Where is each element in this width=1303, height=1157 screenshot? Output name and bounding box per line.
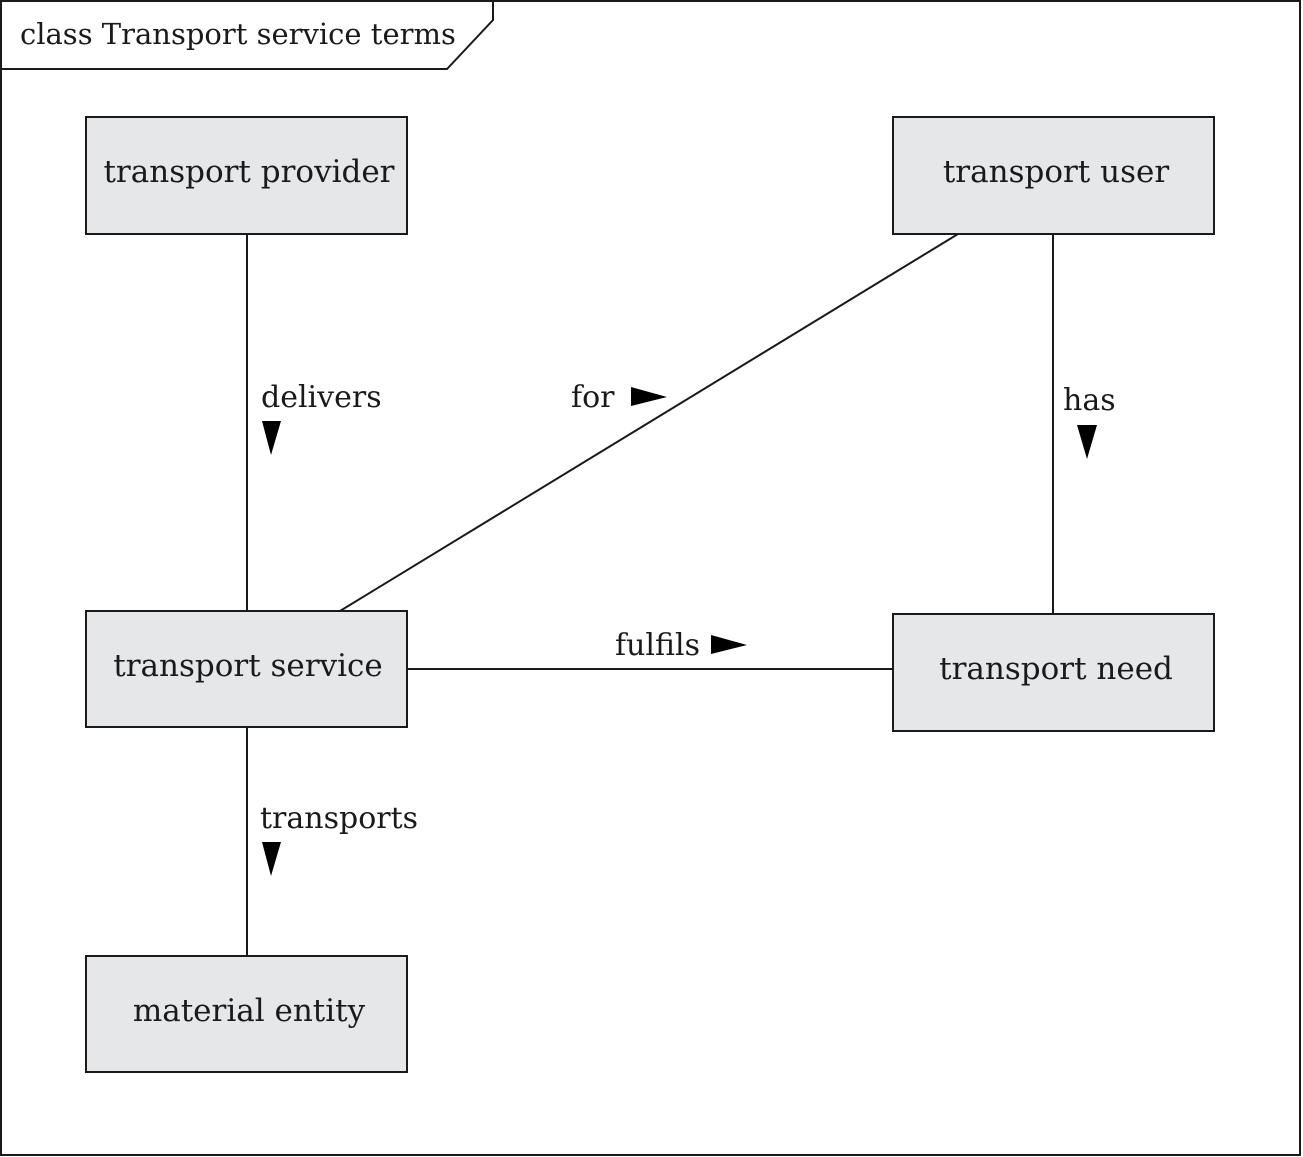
association-fulfils: fulfils [615, 628, 747, 663]
association-has: has [1063, 383, 1116, 459]
frame-title: class Transport service terms [20, 17, 456, 51]
association-label-fulfils: fulfils [615, 628, 700, 663]
class-label: transport user [943, 154, 1169, 190]
class-label: transport need [939, 651, 1173, 687]
arrow-down-icon [1077, 425, 1097, 459]
class-transport-service: transport service [85, 610, 408, 728]
frame-title-tab [0, 0, 494, 70]
class-label: transport provider [103, 154, 394, 190]
class-box [892, 116, 1215, 235]
class-transport-provider: transport provider [85, 116, 408, 235]
association-for: for [571, 380, 667, 415]
association-label-transports: transports [260, 801, 418, 836]
class-label: material entity [133, 993, 366, 1029]
class-transport-user: transport user [892, 116, 1215, 235]
arrow-right-icon [631, 387, 667, 406]
arrow-down-icon [262, 842, 281, 876]
association-transports: transports [260, 801, 418, 876]
association-delivers: delivers [261, 380, 382, 455]
class-box [85, 116, 408, 235]
association-label-has: has [1063, 383, 1116, 418]
class-box [85, 610, 408, 728]
class-box [892, 613, 1215, 732]
association-label-delivers: delivers [261, 380, 382, 415]
class-transport-need: transport need [892, 613, 1215, 732]
association-label-for: for [571, 380, 615, 415]
class-material-entity: material entity [85, 955, 408, 1073]
class-box [85, 955, 408, 1073]
association-line-for [339, 233, 959, 612]
arrow-right-icon [711, 635, 747, 654]
arrow-down-icon [262, 421, 281, 455]
class-label: transport service [113, 648, 382, 684]
